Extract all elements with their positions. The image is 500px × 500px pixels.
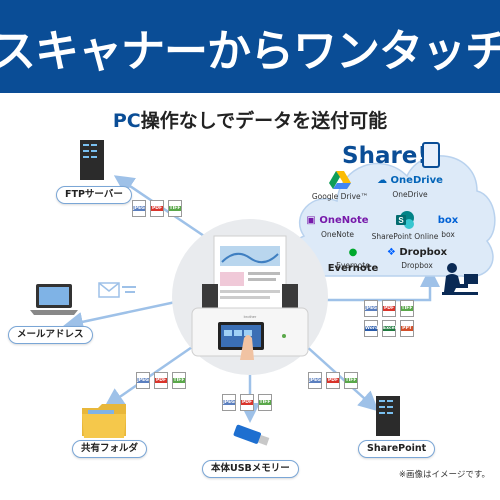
service-evernote: ● Evernote Evernote (322, 245, 384, 274)
line-ftp (113, 175, 211, 242)
onenote-icon: ▣ OneNote (306, 215, 369, 226)
service-google-drive: Google Drive™ (310, 170, 370, 201)
label-sharepoint: SharePoint (358, 440, 436, 458)
scanner-brand: brother (244, 314, 257, 319)
service-label: Evernote (336, 261, 370, 270)
file-pdf-icon: PDF (326, 372, 340, 389)
service-label: Google Drive™ (311, 192, 369, 201)
cloud-title: Share! (342, 143, 428, 169)
file-pdf-icon: PDF (154, 372, 168, 389)
line-sharepoint (304, 344, 379, 412)
smartphone-icon (422, 142, 440, 168)
service-sharepoint-online: S SharePoint Online (370, 210, 440, 241)
file-tiff-icon: TIFF (172, 372, 186, 389)
scanner-device: brother (191, 235, 309, 360)
file-jpeg-icon: JPEG (222, 394, 236, 411)
service-box: box box (430, 212, 466, 239)
dropbox-icon: ❖ Dropbox (386, 247, 448, 258)
line-email (63, 298, 186, 332)
label-shared-folder: 共有フォルダ (72, 440, 148, 458)
file-tiff-icon: TIFF (344, 372, 358, 389)
file-pdf-icon: PDF (382, 300, 396, 317)
line-folder (103, 343, 196, 408)
label-usb-memory: 本体USBメモリー (202, 460, 299, 478)
service-label: SharePoint Online (371, 232, 439, 241)
title-banner: スキャナーからワンタッチ (0, 0, 500, 93)
file-excel-icon: Excel (382, 320, 396, 337)
service-label: OneNote (320, 230, 355, 239)
label-ftp-server: FTPサーバー (56, 186, 132, 204)
service-dropbox: ❖ Dropbox Dropbox (386, 245, 448, 270)
sharepoint-server-icon (376, 396, 400, 436)
banner-title: スキャナーからワンタッチ (0, 25, 500, 77)
service-onedrive: ☁ OneDrive OneDrive (375, 172, 445, 199)
onedrive-icon: ☁ OneDrive (377, 175, 443, 186)
line-cloud (315, 267, 440, 302)
subtitle-pc: PC (112, 110, 141, 132)
person-desk-icon (442, 263, 478, 295)
google-drive-icon (329, 171, 351, 189)
file-jpeg-icon: JPEG (132, 200, 146, 217)
file-word-icon: Word (364, 320, 378, 337)
box-icon: box (437, 215, 459, 226)
evernote-logo-text: Evernote (327, 263, 379, 274)
file-pdf-icon: PDF (240, 394, 254, 411)
file-tiff-icon: TIFF (168, 200, 182, 217)
email-envelope-icon (98, 282, 136, 298)
file-jpeg-icon: JPEG (364, 300, 378, 317)
subtitle: PC操作なしでデータを送付可能 (0, 106, 500, 133)
service-label: box (441, 230, 455, 239)
file-jpeg-icon: JPEG (308, 372, 322, 389)
svg-text:S: S (398, 216, 404, 225)
evernote-icon: ● Evernote (327, 247, 379, 274)
file-ppt-icon: PPT (400, 320, 414, 337)
file-jpeg-icon: JPEG (136, 372, 150, 389)
file-pdf-icon: PDF (150, 200, 164, 217)
dropbox-logo-text: Dropbox (399, 247, 448, 258)
onenote-logo-text: OneNote (319, 215, 369, 226)
file-tiff-icon: TIFF (258, 394, 272, 411)
usb-memory-icon (233, 424, 270, 446)
ftp-server-icon (80, 140, 104, 180)
service-label: OneDrive (392, 190, 428, 199)
subtitle-rest: 操作なしでデータを送付可能 (140, 110, 388, 132)
shared-folder-icon (82, 404, 126, 438)
file-tiff-icon: TIFF (400, 300, 414, 317)
footnote: ※画像はイメージです。 (398, 470, 490, 480)
label-email-address: メールアドレス (8, 326, 93, 344)
sharepoint-icon: S (396, 211, 414, 229)
service-label: Dropbox (401, 261, 433, 270)
onedrive-logo-text: OneDrive (390, 175, 443, 186)
service-onenote: ▣ OneNote OneNote (305, 212, 370, 239)
laptop-icon (30, 284, 78, 315)
